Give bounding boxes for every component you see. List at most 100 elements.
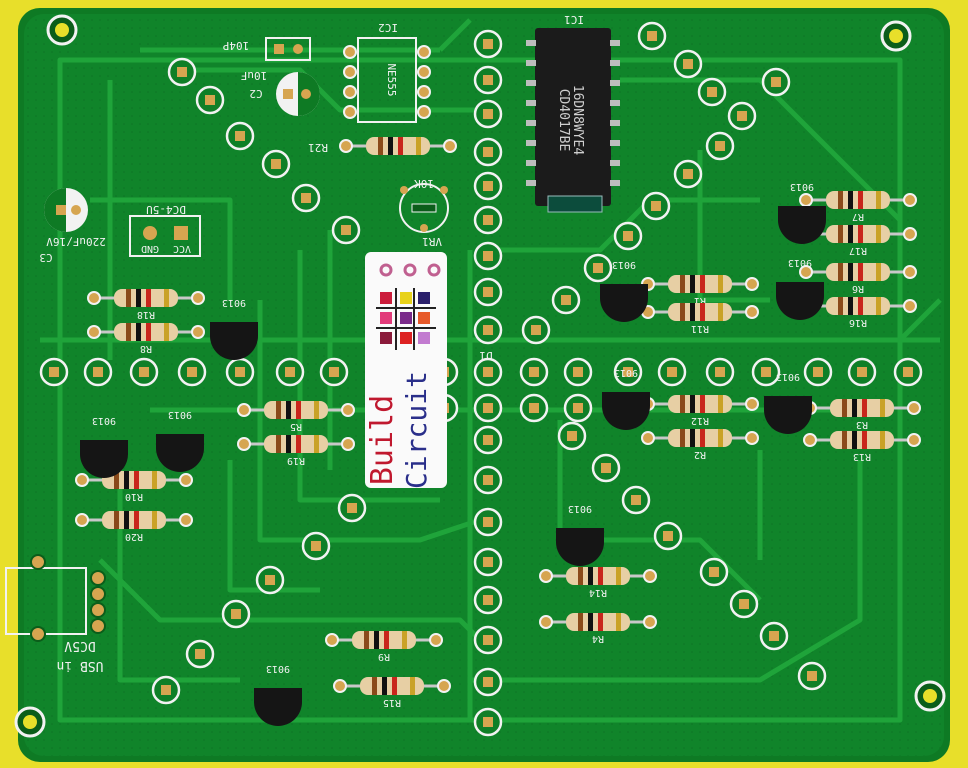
transistor-part-label: 9013 — [776, 371, 800, 382]
resistor: R14 — [539, 567, 657, 598]
led-pad — [473, 507, 503, 537]
resistor: R5 — [237, 401, 355, 432]
transistor-part-label: 9013 — [92, 415, 116, 426]
led-pad — [673, 159, 703, 189]
resistor: R2 — [641, 429, 759, 460]
brand-word2: Circuit — [400, 371, 433, 489]
led-pad — [473, 137, 503, 167]
led-pad — [705, 357, 735, 387]
resistor-label: R10 — [125, 491, 143, 502]
ic1-label: IC1 — [564, 13, 584, 26]
led-pad — [473, 625, 503, 655]
led-pad — [591, 453, 621, 483]
led-pad — [221, 599, 251, 629]
transistor-part-label: 9013 — [788, 257, 812, 268]
resistor-label: R18 — [137, 309, 155, 320]
led-pad — [521, 315, 551, 345]
led-pad — [563, 357, 593, 387]
vr1-value: 10K — [414, 177, 434, 190]
c1-value: 104P — [222, 39, 249, 52]
led-pad — [225, 357, 255, 387]
led-pad — [641, 191, 671, 221]
resistor-label: R15 — [383, 697, 401, 708]
led-pad — [151, 675, 181, 705]
resistor-label: R17 — [849, 245, 867, 256]
resistor: R13 — [803, 431, 921, 462]
led-pad — [519, 393, 549, 423]
led-pad — [473, 585, 503, 615]
led-pad — [613, 357, 643, 387]
resistor: R6 — [799, 263, 917, 294]
led-pad — [797, 661, 827, 691]
resistor: R9 — [325, 631, 443, 662]
led-pad — [473, 205, 503, 235]
led-pad — [195, 85, 225, 115]
resistor-label: R3 — [856, 419, 868, 430]
led-pad — [261, 149, 291, 179]
led-pad — [551, 285, 581, 315]
transistor-part-label: 9013 — [614, 367, 638, 378]
d1-label: D1 — [479, 349, 492, 362]
led-pad — [847, 357, 877, 387]
dip-footprint-ic2: NE555 IC2 — [343, 21, 431, 123]
led-pad — [803, 357, 833, 387]
led-pad — [473, 465, 503, 495]
brand-word1: Build — [365, 395, 400, 485]
transistor-to92: 9013 — [764, 371, 812, 434]
vcc-label: VCC — [173, 243, 191, 254]
resistor: R20 — [75, 511, 193, 542]
electrolytic-capacitor-c3: 220uF/16V C3 — [39, 188, 106, 264]
led-pad — [727, 101, 757, 131]
resistor-label: R7 — [852, 211, 864, 222]
led-pad — [473, 29, 503, 59]
led-pad — [705, 131, 735, 161]
led-pad — [637, 21, 667, 51]
led-pad — [275, 357, 305, 387]
led-pad — [225, 121, 255, 151]
usb-connector-footprint: DC5V USB in — [5, 554, 106, 673]
led-pad — [673, 49, 703, 79]
led-pad — [563, 393, 593, 423]
c3-value: 220uF/16V — [46, 235, 106, 248]
potentiometer-vr1: 10K VR1 — [399, 177, 449, 248]
r21-label: R21 — [308, 141, 328, 154]
transistor-part-label: 9013 — [266, 663, 290, 674]
led-pad — [473, 357, 503, 387]
transistor-to92: 9013 — [776, 257, 824, 320]
usb-in-label: USB in — [57, 658, 104, 673]
resistor-label: R5 — [290, 421, 302, 432]
resistor-label: R9 — [378, 651, 390, 662]
led-pad — [473, 277, 503, 307]
led-pad — [39, 357, 69, 387]
transistor-to92: 9013 — [156, 409, 204, 472]
led-pad-group — [39, 21, 923, 737]
dip-ic-ic1: 16DN8WYE4 CD4017BE IC1 — [526, 13, 620, 213]
electrolytic-capacitor-c2: 10uF C2 — [241, 69, 320, 116]
ic2-label: IC2 — [378, 21, 398, 34]
led-pad — [473, 425, 503, 455]
resistor: R18 — [87, 289, 205, 320]
led-pad — [331, 215, 361, 245]
resistor-label: R1 — [694, 295, 706, 306]
resistor-label: R14 — [589, 587, 607, 598]
led-pad — [729, 589, 759, 619]
transistor-part-label: 9013 — [568, 503, 592, 514]
led-pad — [185, 639, 215, 669]
led-pad — [519, 357, 549, 387]
transistor-part-label: 9013 — [222, 297, 246, 308]
resistor: R16 — [799, 297, 917, 328]
resistor: R7 — [799, 191, 917, 222]
resistor — [339, 137, 457, 155]
resistor-label: R4 — [592, 633, 604, 644]
led-pad — [697, 77, 727, 107]
power-header: DC4-5U GND VCC — [129, 203, 201, 257]
resistor-label: R13 — [853, 451, 871, 462]
led-pad — [291, 183, 321, 213]
led-pad — [893, 357, 923, 387]
transistor-part-label: 9013 — [790, 181, 814, 192]
capacitor-c1-footprint: 104P — [222, 37, 311, 61]
led-pad — [255, 565, 285, 595]
resistor: R4 — [539, 613, 657, 644]
led-pad — [473, 171, 503, 201]
